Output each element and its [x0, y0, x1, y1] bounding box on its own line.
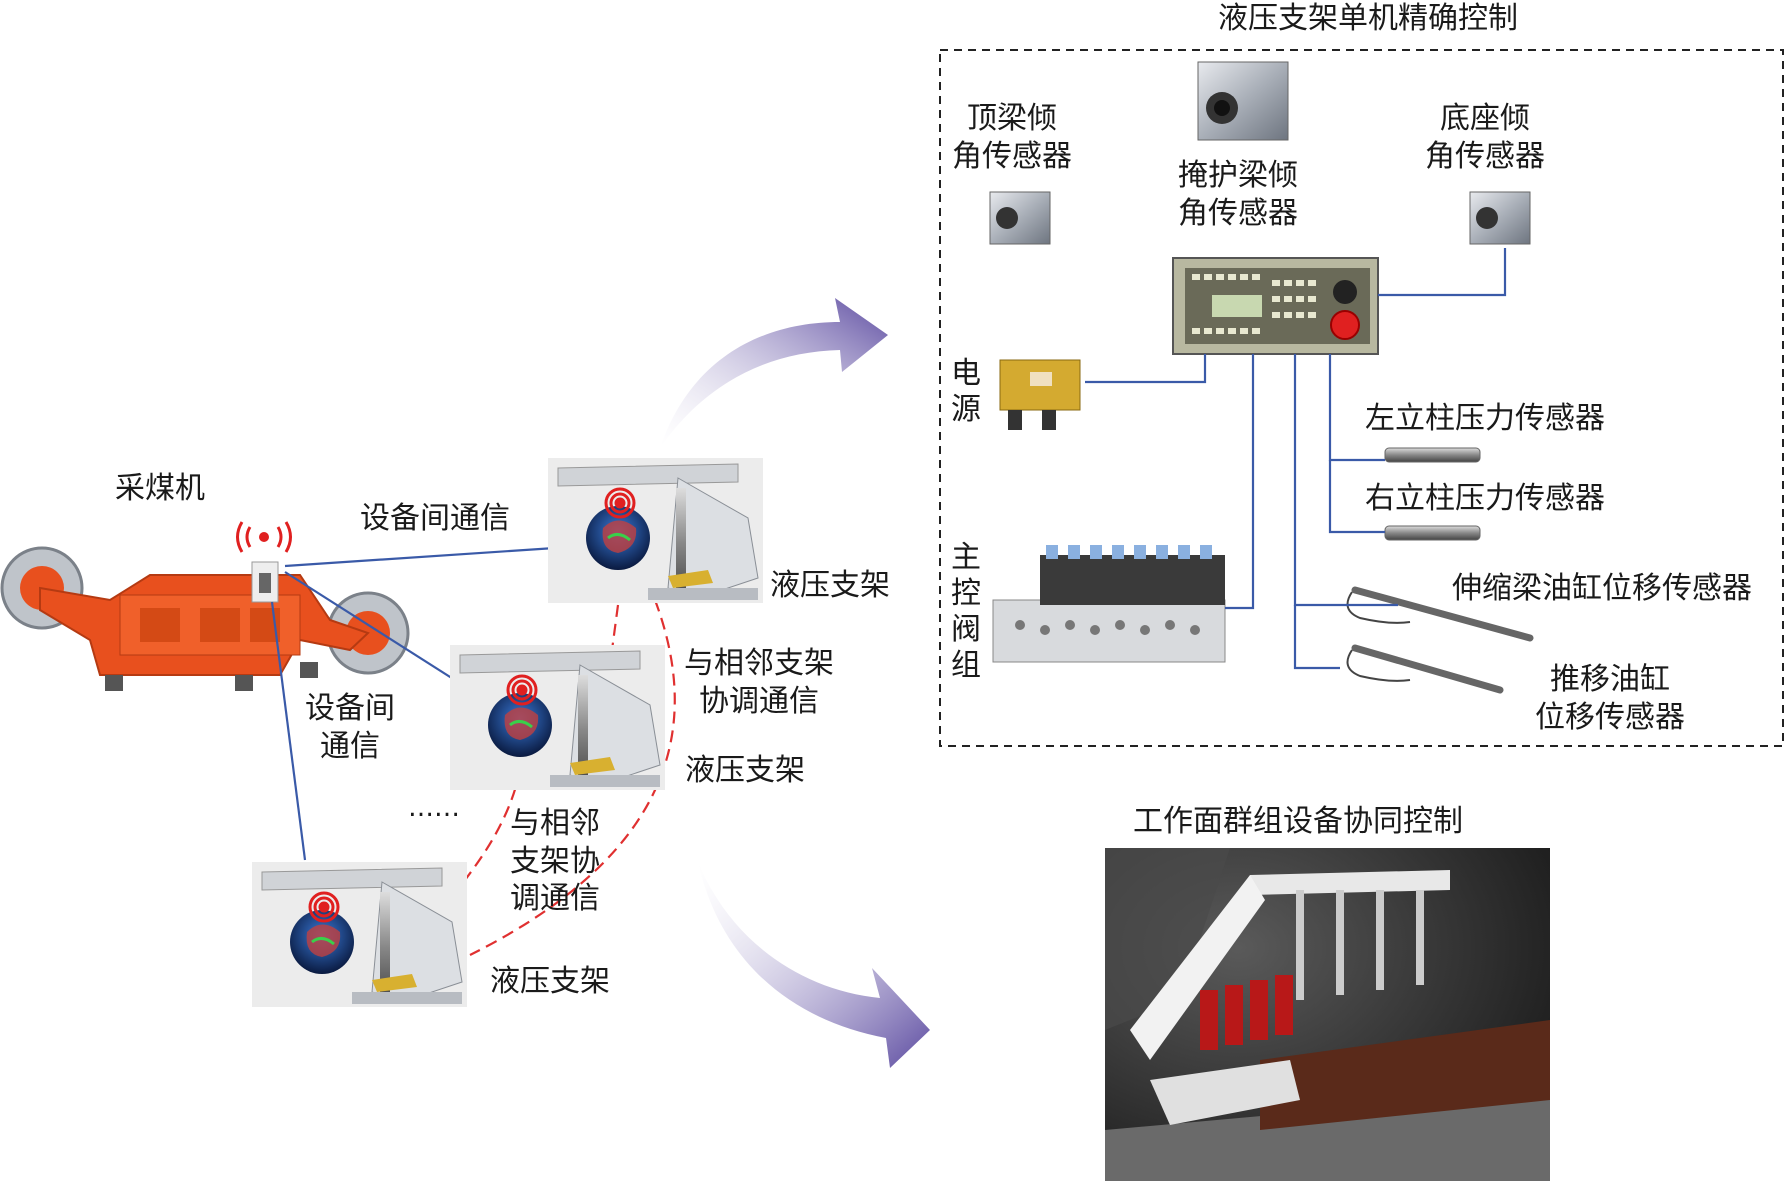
shield-sensor-image: [1197, 61, 1289, 141]
shearer-label: 采煤机: [115, 471, 205, 506]
shield-sensor-label: 掩护梁倾 角传感器: [1178, 158, 1298, 231]
top-beam-sensor-label: 顶梁倾 角传感器: [952, 101, 1072, 174]
group-control-title: 工作面群组设备协同控制: [1133, 804, 1463, 839]
main-valve-image: [992, 545, 1226, 663]
group-control-scene: [1105, 848, 1550, 1181]
single-control-title: 液压支架单机精确控制: [1218, 1, 1518, 36]
support-image-bottom: [252, 862, 467, 1007]
single-control-frame: [939, 49, 1784, 747]
support-label-middle: 液压支架: [685, 753, 805, 788]
adjacent-comm-label-2: 与相邻 支架协 调通信: [510, 806, 600, 916]
adjacent-comm-lines: [464, 599, 676, 956]
push-displacement-sensor-image: [1346, 644, 1504, 694]
main-valve-label: 主控阀组: [951, 540, 981, 683]
controller-unit: [1172, 257, 1379, 355]
right-column-sensor-label: 右立柱压力传感器: [1365, 481, 1605, 516]
top-beam-sensor-image: [989, 191, 1051, 245]
comm-label-side: 设备间 通信: [305, 691, 395, 764]
pressure-sensor-left-image: [1384, 447, 1481, 463]
base-sensor-label: 底座倾 角传感器: [1425, 101, 1545, 174]
support-label-top: 液压支架: [770, 568, 890, 603]
shearer-machine: [0, 546, 410, 691]
support-image-top: [548, 458, 763, 603]
wiring-lines: [1085, 248, 1507, 670]
telescopic-displacement-sensor-image: [1346, 586, 1534, 642]
left-column-sensor-label: 左立柱压力传感器: [1365, 401, 1605, 436]
comm-label-top: 设备间通信: [360, 501, 510, 536]
support-image-middle: [450, 645, 665, 790]
adjacent-comm-label-1: 与相邻支架 协调通信: [684, 646, 834, 719]
support-label-bottom: 液压支架: [490, 964, 610, 999]
wireless-signal-icon: [236, 521, 292, 553]
push-sensor-label: 推移油缸 位移传感器: [1535, 662, 1685, 735]
arrow-to-group-control: [698, 862, 930, 1068]
telescopic-sensor-label: 伸缩梁油缸位移传感器: [1452, 571, 1752, 606]
ellipsis-label: ……: [408, 793, 460, 823]
pressure-sensor-right-image: [1384, 525, 1481, 541]
power-supply-image: [999, 359, 1081, 430]
power-label: 电源: [951, 356, 981, 427]
base-sensor-image: [1469, 191, 1531, 245]
arrow-to-single-control: [660, 298, 888, 448]
